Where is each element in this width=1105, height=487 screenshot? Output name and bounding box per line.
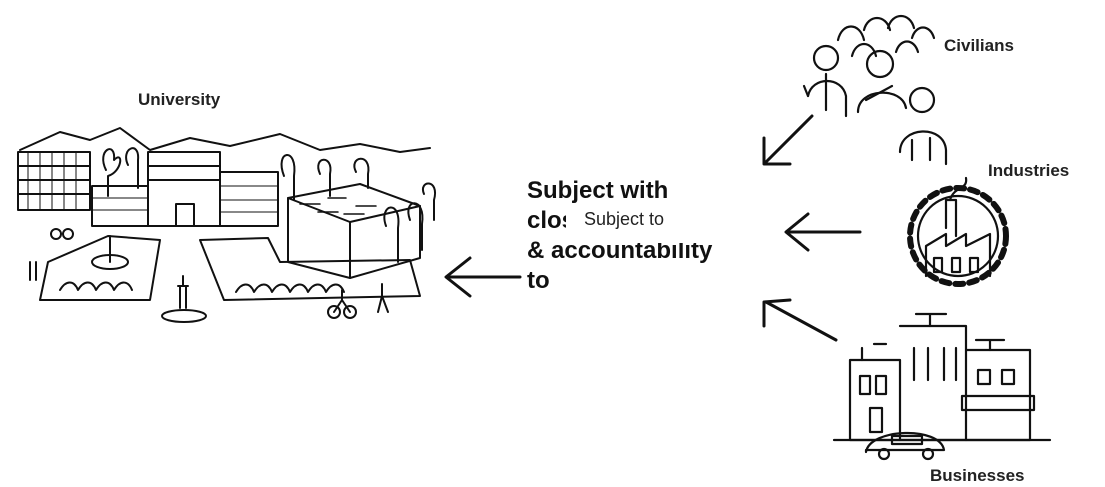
civilians-label: Civilians (944, 36, 1014, 55)
center-line-1: Subject with (527, 177, 669, 204)
industries-illustration (907, 176, 1009, 287)
arrow-to-university (444, 256, 522, 298)
arrow-from-industries (784, 212, 862, 252)
overlay-textbox (566, 203, 750, 243)
businesses-label: Businesses (930, 466, 1025, 485)
university-label: University (138, 90, 221, 109)
overlay-textbox-label: Subject to (584, 209, 665, 229)
industries-label: Industries (988, 161, 1070, 180)
businesses-illustration (832, 312, 1052, 461)
civilians-illustration (802, 14, 948, 166)
center-line-4: to (527, 267, 550, 294)
university-illustration (17, 127, 437, 323)
arrow-from-civilians (762, 114, 814, 166)
arrow-from-businesses (762, 298, 838, 342)
